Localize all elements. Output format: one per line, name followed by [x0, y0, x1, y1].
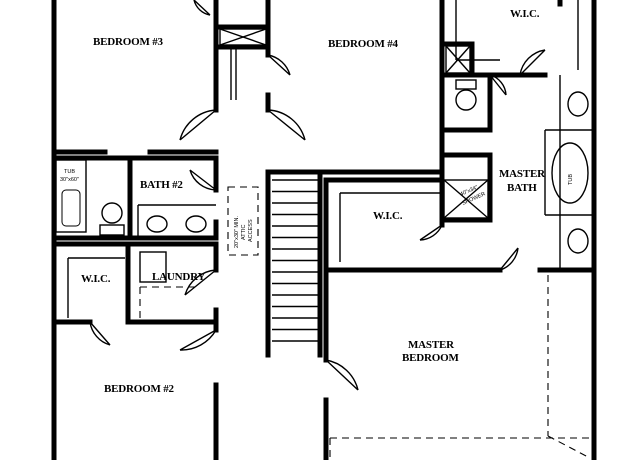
attic-access	[227, 186, 259, 256]
label-bedroom3: BEDROOM #3	[93, 36, 164, 48]
attic-size: 20"x30" MIN.	[234, 216, 240, 248]
tub-master-label: TUB	[568, 174, 574, 185]
tub-left-size: 30"x60"	[60, 177, 79, 183]
label-wic-left: W.I.C.	[81, 273, 111, 285]
tub-left	[55, 159, 87, 233]
sink-master-top	[567, 91, 589, 117]
label-bedroom4: BEDROOM #4	[328, 38, 399, 50]
sink-bath2-left	[146, 215, 168, 233]
label-master-bath-2: BATH	[507, 182, 537, 194]
label-bedroom2: BEDROOM #2	[104, 383, 175, 395]
details	[67, 0, 594, 460]
attic-label-2: ACCESS	[248, 219, 254, 242]
label-wic-middle: W.I.C.	[373, 210, 403, 222]
sink-bath2-right	[185, 215, 207, 233]
sink-master-bottom	[567, 228, 589, 254]
toilet-bath2	[101, 202, 123, 224]
label-bath2: BATH #2	[140, 179, 183, 191]
walls	[51, 0, 597, 460]
tub-master	[551, 142, 589, 204]
label-wic-top: W.I.C.	[510, 8, 540, 20]
label-laundry: LAUNDRY	[152, 271, 205, 283]
toilet-master	[455, 89, 477, 111]
label-master-bath-1: MASTER	[499, 168, 546, 180]
room-labels: BEDROOM #3 BEDROOM #4 W.I.C. BATH #2 MAS…	[81, 8, 546, 395]
label-master-bedroom-2: BEDROOM	[402, 352, 459, 364]
attic-label: ATTIC	[241, 224, 247, 240]
staircase	[272, 179, 318, 342]
label-master-bedroom-1: MASTER	[408, 339, 455, 351]
doors	[89, 0, 546, 391]
tub-left-label: TUB	[64, 169, 75, 175]
